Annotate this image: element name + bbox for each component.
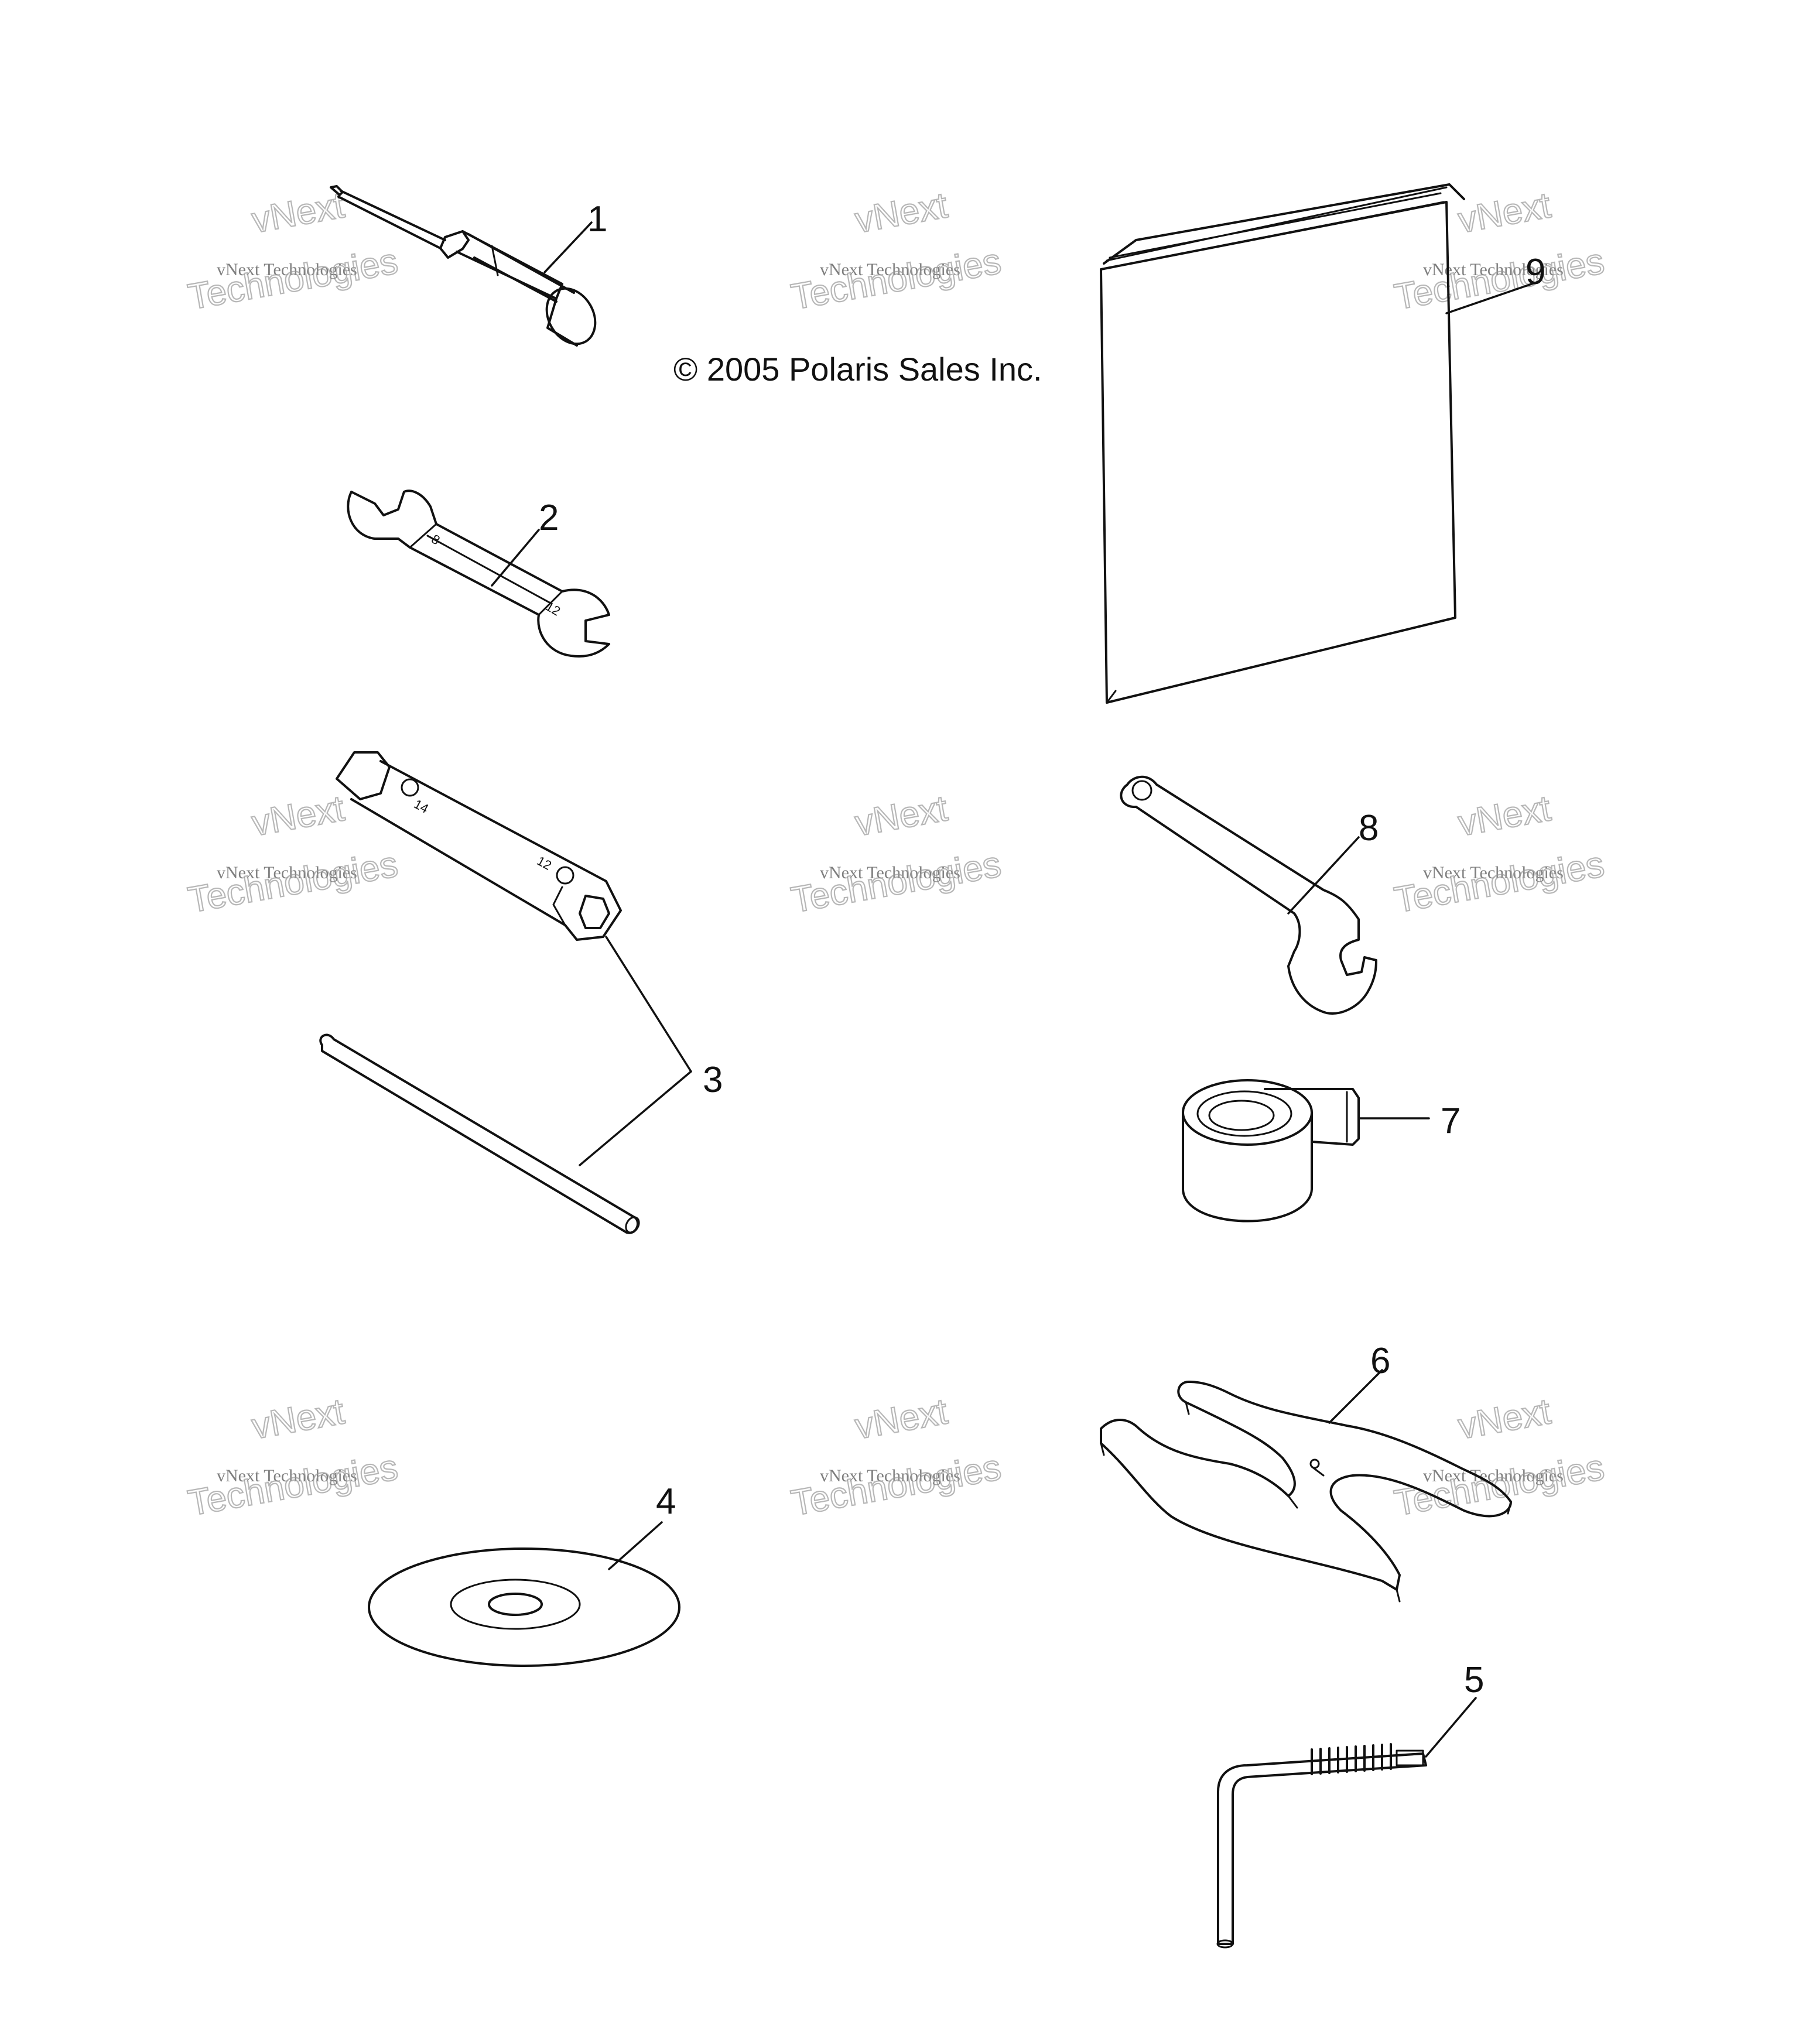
- watermark-company: vNext Technologies: [1423, 1466, 1564, 1485]
- watermark: vNext vNext Technologies Technologies: [184, 1391, 402, 1525]
- watermark: vNext vNext Technologies Technologies: [1391, 1391, 1608, 1525]
- part-7-tape: 7: [1182, 1079, 1461, 1223]
- svg-text:12: 12: [543, 599, 563, 619]
- callout-6: 6: [1370, 1341, 1390, 1381]
- part-3-box-wrench-set: 14 12 3: [319, 751, 723, 1234]
- svg-text:8: 8: [429, 532, 443, 548]
- watermark: vNext vNext Technologies Technologies: [184, 788, 402, 922]
- watermark-company: vNext Technologies: [217, 863, 357, 882]
- watermark: vNext vNext Technologies Technologies: [788, 788, 1005, 922]
- watermark-company: vNext Technologies: [820, 863, 960, 882]
- copyright-notice: © 2005 Polaris Sales Inc.: [673, 351, 1042, 388]
- watermark: vNext vNext Technologies Technologies: [788, 184, 1005, 319]
- watermark-company: vNext Technologies: [217, 260, 357, 279]
- watermark-technologies: Technologies: [788, 844, 1004, 921]
- watermark-technologies: Technologies: [788, 241, 1004, 318]
- callout-4: 4: [656, 1481, 676, 1522]
- watermark-vnext: vNext: [1455, 1391, 1554, 1447]
- svg-text:14: 14: [412, 796, 431, 816]
- watermark: vNext vNext Technologies Technologies: [788, 1391, 1005, 1525]
- callout-7: 7: [1441, 1101, 1461, 1141]
- svg-text:12: 12: [535, 853, 554, 873]
- part-9-manual: 9: [1100, 183, 1545, 704]
- part-1-screwdriver: 1: [330, 185, 607, 347]
- watermark-vnext: vNext: [852, 1391, 950, 1447]
- watermark-company: vNext Technologies: [217, 1466, 357, 1485]
- part-4-disc: 4: [368, 1481, 680, 1667]
- watermark: vNext vNext Technologies Technologies: [184, 184, 402, 319]
- part-6-holder: 6: [1100, 1341, 1512, 1603]
- callout-2: 2: [539, 498, 559, 538]
- watermark-technologies: Technologies: [1391, 1447, 1607, 1524]
- callout-9: 9: [1526, 252, 1545, 292]
- watermark-vnext: vNext: [1455, 185, 1554, 241]
- watermark-technologies: Technologies: [185, 844, 401, 921]
- watermark-vnext: vNext: [249, 788, 347, 844]
- callout-1: 1: [587, 199, 607, 239]
- watermark: vNext vNext Technologies Technologies: [1391, 788, 1608, 922]
- part-2-wrench: 8 12 2: [347, 489, 610, 658]
- watermark-vnext: vNext: [852, 185, 950, 241]
- watermark-technologies: Technologies: [185, 1447, 401, 1524]
- watermark-vnext: vNext: [249, 1391, 347, 1447]
- watermark-technologies: Technologies: [1391, 241, 1607, 318]
- callout-8: 8: [1359, 808, 1379, 848]
- callout-3: 3: [703, 1060, 723, 1100]
- watermark-company: vNext Technologies: [1423, 260, 1564, 279]
- watermark-company: vNext Technologies: [1423, 863, 1564, 882]
- watermark-technologies: Technologies: [788, 1447, 1004, 1524]
- watermark-company: vNext Technologies: [820, 260, 960, 279]
- watermark-company: vNext Technologies: [820, 1466, 960, 1485]
- watermark-technologies: Technologies: [185, 241, 401, 318]
- thread-coils: [1311, 1743, 1392, 1775]
- watermark-technologies: Technologies: [1391, 844, 1607, 921]
- callout-5: 5: [1464, 1660, 1484, 1700]
- part-5-hex-key: 5: [1216, 1660, 1484, 1949]
- part-8-spanner: 8: [1120, 775, 1379, 1015]
- watermark-vnext: vNext: [852, 788, 950, 844]
- watermark-vnext: vNext: [1455, 788, 1554, 844]
- watermark-vnext: vNext: [249, 185, 347, 241]
